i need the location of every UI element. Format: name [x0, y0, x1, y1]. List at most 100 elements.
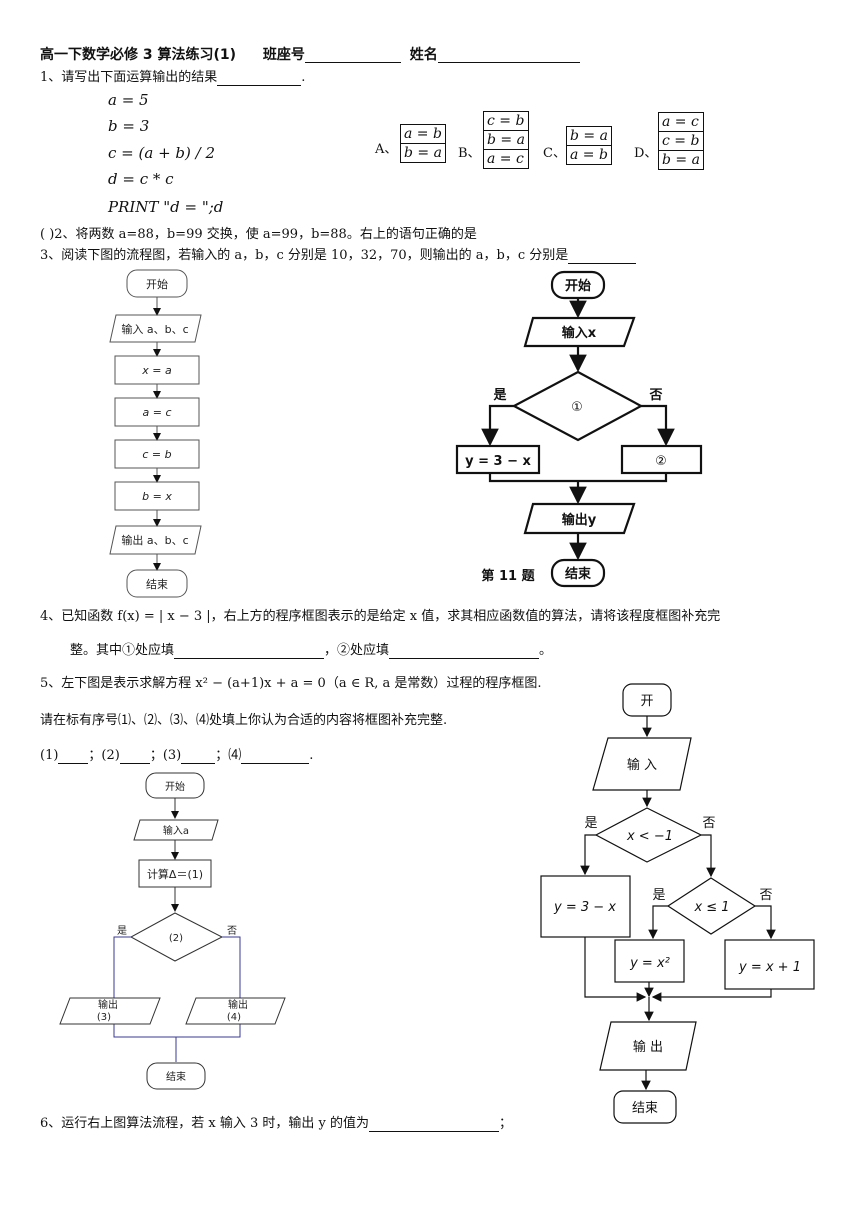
option-d-line: b = a [659, 150, 703, 169]
end-text: 结束 [166, 1070, 186, 1083]
step-text: x = a [141, 364, 172, 377]
cond-text: ① [571, 400, 583, 415]
process-text: y = 3 − x [465, 454, 531, 469]
q4-text: 整。其中①处应填 [70, 643, 175, 658]
process-text: ② [655, 454, 667, 469]
option-d-label: D、 [634, 146, 658, 161]
name-blank[interactable] [437, 49, 580, 63]
q5-slot-label: (1) [40, 748, 59, 763]
caption-text: 第 11 题 [481, 568, 535, 584]
q4-blank-1[interactable] [174, 645, 325, 659]
option-b-label: B、 [458, 146, 481, 161]
input-text: 输入a [163, 824, 189, 837]
input-node [592, 737, 692, 791]
step-text: a = c [143, 406, 172, 419]
option-a-label: A、 [375, 142, 398, 157]
process-text: y = 3 − x [553, 900, 616, 915]
end-node [550, 558, 606, 588]
q5-slot-label: . [309, 748, 314, 763]
class-blank[interactable] [304, 49, 401, 63]
option-c-line: a = b [567, 145, 611, 164]
step-text: c = b [142, 448, 171, 461]
input-text: 输 入 [627, 757, 657, 773]
q6-text: 6、运行右上图算法流程，若 x 输入 3 时，输出 y 的值为 [40, 1116, 370, 1131]
q5-line-1: 5、左下图是表示求解方程 x² − (a+1)x + a = 0（a ∈ R, … [40, 676, 542, 691]
output-node [185, 997, 286, 1025]
option-d-line: a = c [662, 114, 699, 130]
start-text: 开 [640, 694, 653, 709]
q5-slot-label: ；(3) [149, 748, 182, 763]
q5-blank[interactable] [241, 750, 310, 764]
q5-blank[interactable] [181, 750, 216, 764]
output-text: 输出 a、b、c [121, 533, 188, 547]
q4-text: 。 [539, 643, 553, 658]
q1-prompt: 1、请写出下面运算输出的结果. [40, 70, 306, 86]
option-b-box[interactable]: c = b b = a a = c [483, 111, 529, 169]
option-b-line: a = c [484, 149, 528, 168]
input-node [133, 819, 219, 841]
flowchart-q4-right [455, 270, 703, 588]
flowchart-q5 [129, 772, 224, 962]
end-node [146, 1062, 206, 1090]
input-text: 输入 a、b、c [121, 322, 188, 336]
no-label: 否 [648, 388, 662, 403]
start-text: 开始 [165, 780, 185, 793]
q5-slot-label: ；(2) [88, 748, 120, 763]
option-c-box[interactable]: b = a a = b [566, 126, 612, 165]
output-slot: (3) [97, 1012, 111, 1023]
end-text: 结束 [632, 1101, 658, 1116]
end-text: 结束 [146, 578, 168, 591]
q3-blank[interactable] [568, 250, 637, 264]
option-a-line: a = b [404, 126, 442, 142]
code-line-4: d = c * c [108, 170, 174, 188]
no-label: 否 [702, 816, 715, 831]
option-a-box[interactable]: a = b b = a [400, 124, 446, 163]
page-title: 高一下数学必修 3 算法练习(1) 班座号 姓名 [40, 47, 580, 63]
q5-slot-label: ；⑷ [215, 748, 242, 763]
start-text: 开始 [565, 278, 591, 294]
process-text: y = x + 1 [738, 960, 801, 975]
decision-node [666, 877, 757, 935]
process-node [724, 939, 815, 990]
q4-line-2: 整。其中①处应填 ，②处应填 。 [70, 643, 552, 659]
q1-prompt-text: 1、请写出下面运算输出的结果 [40, 70, 218, 85]
cond-text: x < −1 [626, 829, 673, 844]
q4-text: ，②处应填 [324, 643, 390, 658]
option-b-line: c = b [487, 113, 525, 129]
input-text: 输入x [562, 325, 597, 341]
output-node [109, 525, 202, 555]
q5-blank[interactable] [58, 750, 89, 764]
option-c-label: C、 [543, 146, 566, 161]
q6-blank[interactable] [369, 1118, 500, 1132]
decision-node [129, 912, 224, 962]
flowchart-q6 [540, 683, 815, 1124]
process-node [620, 444, 703, 475]
option-d-box[interactable]: a = c c = b b = a [658, 112, 704, 170]
option-b-line: b = a [484, 130, 528, 149]
output-node [523, 502, 636, 535]
q6-line: 6、运行右上图算法流程，若 x 输入 3 时，输出 y 的值为 ； [40, 1116, 512, 1132]
q1-blank[interactable] [217, 72, 302, 86]
output-node [599, 1021, 697, 1071]
code-line-2: b = 3 [108, 117, 150, 135]
process-text: y = x² [629, 956, 670, 971]
q6-text: ； [499, 1116, 513, 1131]
code-line-1: a = 5 [108, 91, 149, 109]
yes-label: 是 [584, 816, 597, 831]
decision-node [594, 807, 703, 863]
output-node [59, 997, 161, 1025]
q5-blanks: (1) ；(2) ；(3) ；⑷. [40, 748, 313, 764]
q4-line-1: 4、已知函数 f(x) = | x − 3 |，右上方的程序框图表示的是给定 x… [40, 609, 721, 624]
option-d-line: c = b [659, 131, 703, 150]
yes-label: 是 [117, 925, 127, 937]
output-label: 输出 [98, 998, 118, 1011]
yes-label: 是 [492, 388, 507, 403]
input-node [523, 316, 636, 348]
step-text: b = x [142, 490, 172, 503]
start-text: 开始 [146, 277, 168, 291]
q2-text: ( )2、将两数 a=88，b=99 交换，使 a=99，b=88。右上的语句正… [40, 227, 477, 242]
q5-blank[interactable] [119, 750, 150, 764]
yes-label: 是 [652, 888, 665, 903]
q4-blank-2[interactable] [389, 645, 540, 659]
